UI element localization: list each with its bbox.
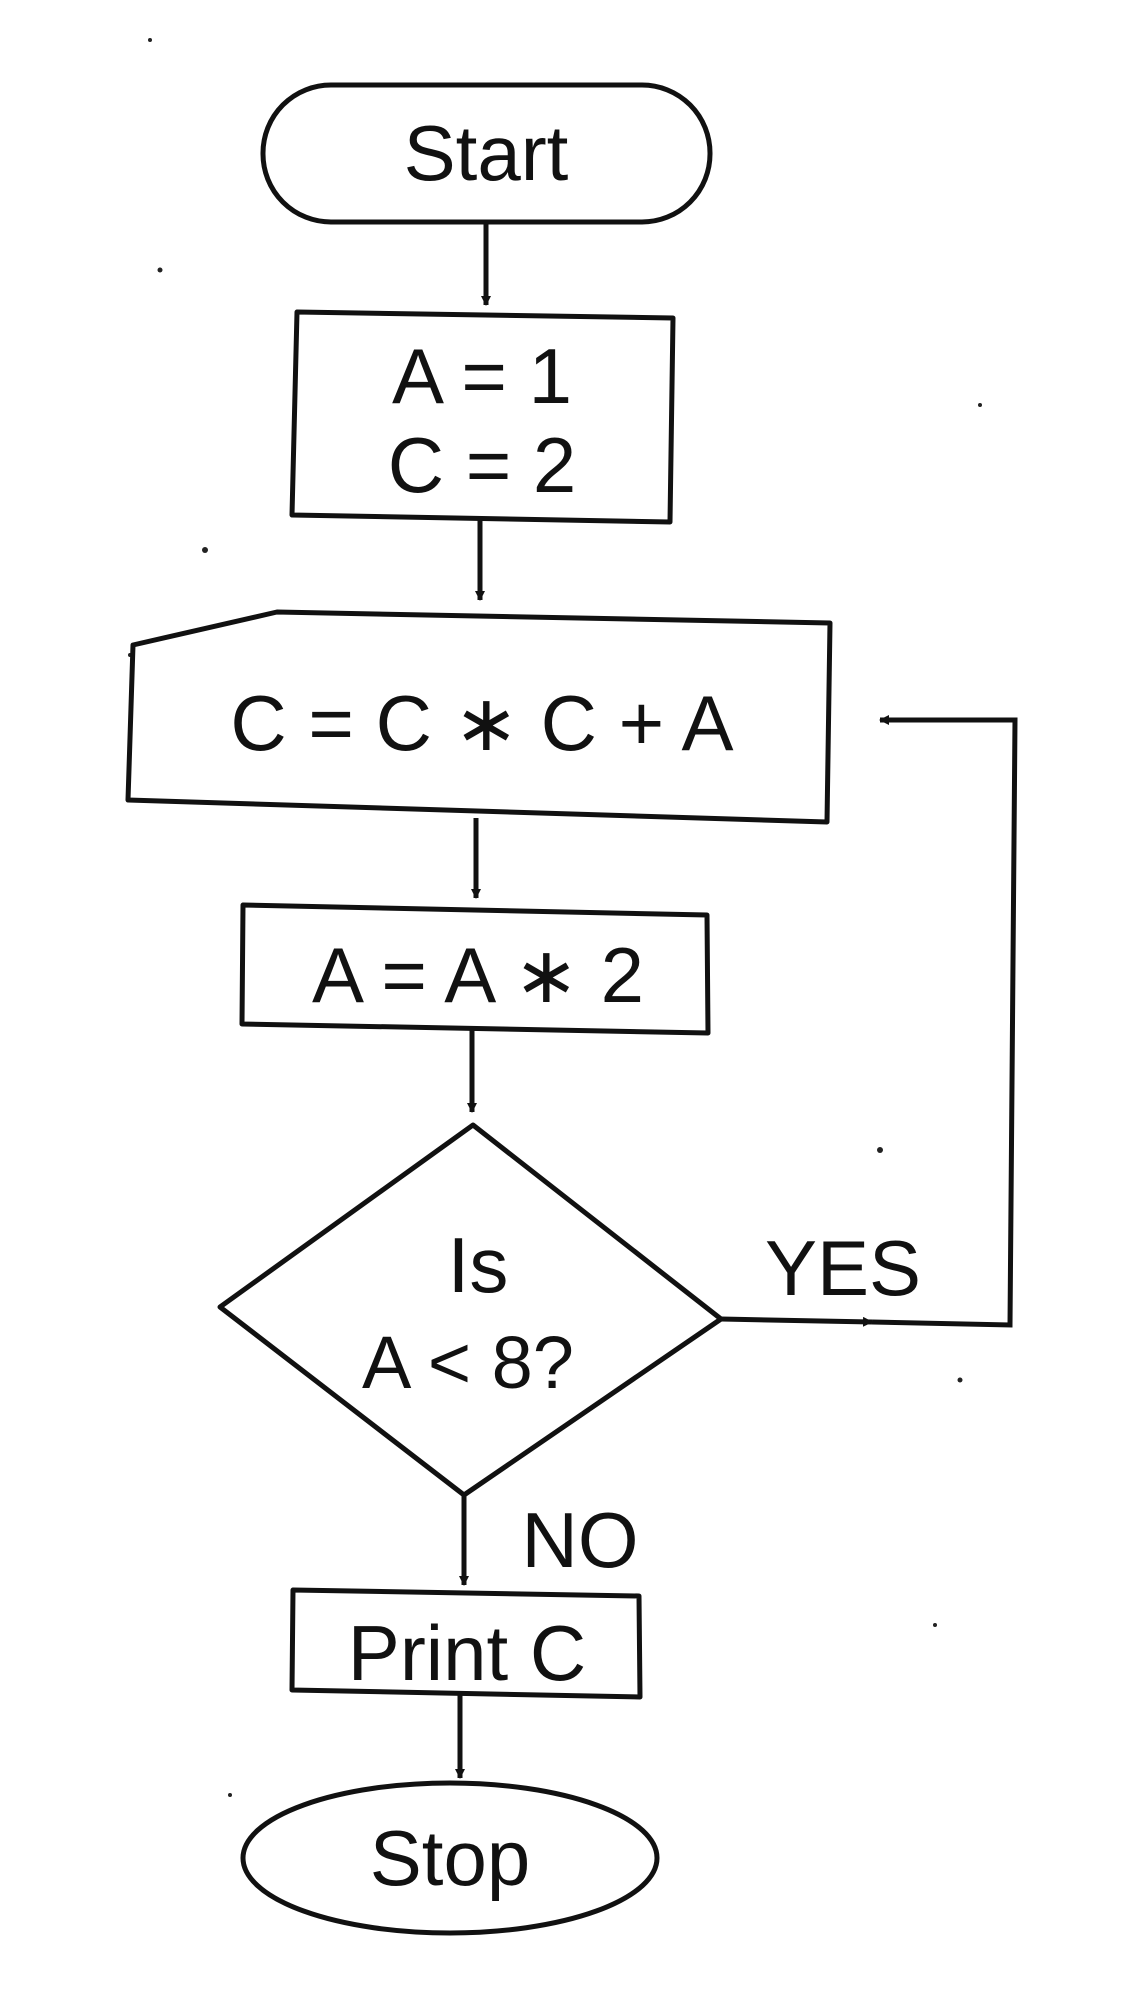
stop-shape	[240, 1780, 660, 1936]
init-label-c: C = 2	[388, 421, 577, 509]
decision-diamond: Is A < 8?	[217, 1122, 724, 1498]
print-shape	[289, 1587, 643, 1700]
compute-process-box: C = C ∗ C + A	[125, 609, 833, 825]
stop-terminator: Stop	[240, 1780, 660, 1936]
yes-label: YES	[765, 1224, 921, 1312]
compute-label: C = C ∗ C + A	[230, 679, 733, 767]
decision-label-condition: A < 8?	[362, 1321, 574, 1404]
init-label-a: A = 1	[392, 332, 572, 420]
arrow-yes-right	[720, 1316, 873, 1327]
double-label: A = A ∗ 2	[312, 931, 644, 1019]
decision-label-is: Is	[448, 1221, 509, 1309]
init-shape	[289, 309, 676, 525]
start-terminator: Start	[260, 82, 713, 225]
stop-label: Stop	[370, 1814, 530, 1902]
print-process-box: Print C	[289, 1587, 643, 1700]
init-process-box: A = 1 C = 2	[289, 309, 676, 525]
double-shape	[239, 902, 711, 1036]
yes-branch: YES	[720, 715, 1018, 1328]
print-label: Print C	[348, 1609, 586, 1697]
arrow-yes-loop-back	[871, 715, 1018, 1328]
start-label: Start	[404, 109, 569, 197]
decision-shape	[217, 1122, 724, 1498]
double-process-box: A = A ∗ 2	[239, 902, 711, 1036]
compute-shape	[125, 609, 833, 825]
no-label: NO	[522, 1496, 639, 1584]
no-branch: NO	[459, 1495, 639, 1586]
scan-specks	[128, 38, 982, 1797]
